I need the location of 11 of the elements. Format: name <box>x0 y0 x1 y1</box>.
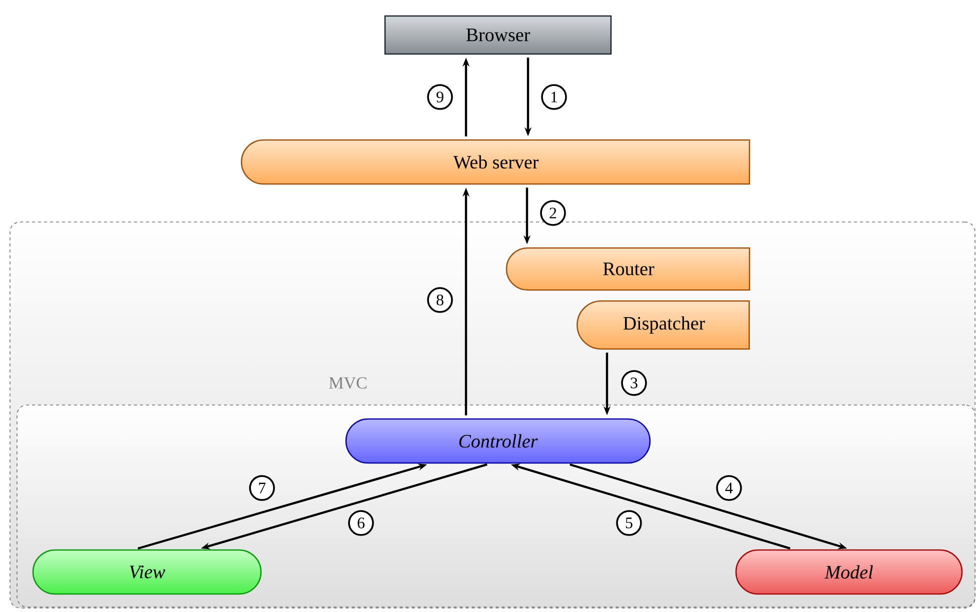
process-box: Web server <box>240 139 750 185</box>
step-number: 9 <box>427 84 453 110</box>
process-box: Router <box>506 247 750 291</box>
browser-box: Browser <box>384 15 612 55</box>
group-title: MVC <box>329 377 366 389</box>
step-number: 2 <box>540 200 566 226</box>
step-number: 1 <box>541 84 567 110</box>
process-pill: View <box>32 549 262 595</box>
process-pill: Controller <box>345 418 651 464</box>
process-pill: Model <box>735 549 963 595</box>
process-box: Dispatcher <box>576 300 750 350</box>
